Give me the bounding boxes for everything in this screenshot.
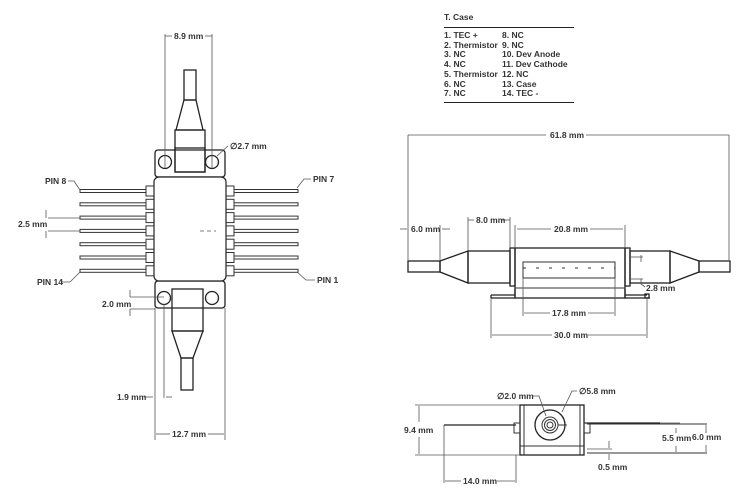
bottom-nose: [171, 288, 204, 332]
dim-inner: 17.8 mm: [552, 308, 586, 318]
pin: [225, 255, 299, 260]
end-view: ∅2.0 mm ∅5.8 mm 9.4 mm 14.0 mm 5.5 mm 6.…: [404, 386, 722, 486]
pin-table-left-column: 1. TEC + 2. Thermistor 3. NC 4. NC 5. Th…: [444, 30, 502, 99]
left-nose: [467, 250, 511, 284]
dim-outer-diameter: ∅5.8 mm: [579, 386, 616, 396]
pin: [225, 242, 299, 247]
pin7-label: PIN 7: [313, 174, 335, 184]
dim-fiber-tail: 6.0 mm: [411, 224, 441, 234]
pin: [225, 202, 299, 207]
dim-width: 14.0 mm: [463, 476, 497, 486]
mounting-hole: [204, 290, 220, 306]
dim-boot: 8.0 mm: [476, 215, 506, 225]
pin-assignment-table: T. Case 1. TEC + 2. Thermistor 3. NC 4. …: [444, 12, 574, 103]
right-fiber: [698, 260, 731, 273]
pin: [225, 215, 299, 220]
left-fiber: [407, 260, 441, 273]
dim-hole-diameter: ∅2.7 mm: [230, 141, 267, 151]
front-view: 8.9 mm ∅2.7 mm PIN 8 PIN 7 PIN 14 PIN 1 …: [18, 31, 339, 440]
dim-standoff: 0.5 mm: [598, 462, 628, 472]
right-nose: [629, 250, 671, 284]
dim-edge-offset: 1.9 mm: [117, 392, 147, 402]
pin-entry: 3. NC: [444, 49, 466, 60]
pin-entry: 2. Thermistor: [444, 39, 498, 50]
mounting-hole: [156, 290, 172, 306]
pin1-label: PIN 1: [317, 275, 339, 285]
dim-overall-length: 61.8 mm: [550, 130, 584, 140]
pin-entry: 10. Dev Anode: [502, 49, 561, 60]
pin-entry: 11. Dev Cathode: [502, 59, 568, 70]
pin: [225, 268, 299, 273]
pin: [225, 189, 299, 193]
dim-hole-offset: 2.0 mm: [102, 299, 132, 309]
pin: [79, 202, 155, 207]
pin: [79, 215, 155, 220]
pin-table-right-column: 8. NC 9. NC 10. Dev Anode 11. Dev Cathod…: [502, 30, 568, 99]
pin: [79, 268, 155, 273]
pin-entry: 13. Case: [502, 78, 537, 89]
window: [522, 261, 616, 279]
pin-entry: 7. NC: [444, 88, 466, 99]
top-flange: [154, 149, 226, 178]
pin-entry: 14. TEC -: [502, 88, 539, 99]
pin: [79, 189, 155, 193]
bottom-fiber: [180, 357, 194, 391]
pin: [79, 242, 155, 247]
side-view: 61.8 mm 6.0 mm 8.0 mm 20.8 mm 2.8 mm 17.…: [400, 130, 731, 340]
pin-entry: 5. Thermistor: [444, 68, 498, 79]
dim-inner-diameter: ∅2.0 mm: [497, 391, 534, 401]
pin-entry: 4. NC: [444, 59, 466, 70]
pin-table-title: T. Case: [444, 12, 574, 28]
pin-entry: 8. NC: [502, 30, 524, 40]
pin-entry: 9. NC: [502, 39, 524, 50]
dim-pin-pitch: 2.5 mm: [18, 219, 48, 229]
right-pins: [225, 185, 299, 277]
dim-flange: 30.0 mm: [554, 330, 588, 340]
left-pins: [79, 185, 155, 277]
pin-entry: 1. TEC +: [444, 30, 478, 40]
package-body: [153, 176, 227, 282]
dim-body: 20.8 mm: [554, 224, 588, 234]
pin8-label: PIN 8: [45, 176, 67, 186]
side-body: [514, 247, 626, 299]
pin-entry: 12. NC: [502, 68, 529, 79]
dim-height: 9.4 mm: [404, 425, 434, 435]
dim-top-width: 8.9 mm: [174, 31, 204, 41]
top-boot: [175, 99, 204, 131]
dim-overall-height: 6.0 mm: [692, 432, 722, 442]
dim-total-width: 12.7 mm: [172, 429, 206, 439]
pin: [79, 228, 155, 233]
top-fiber: [183, 69, 197, 101]
top-nose: [174, 129, 206, 173]
bottom-boot: [171, 330, 204, 359]
pin-entry: 6. NC: [444, 78, 466, 89]
dim-nose: 2.8 mm: [646, 283, 676, 293]
pin: [79, 255, 155, 260]
pin14-label: PIN 14: [37, 277, 63, 287]
dim-pin-height: 5.5 mm: [662, 433, 692, 443]
pin: [225, 228, 299, 233]
